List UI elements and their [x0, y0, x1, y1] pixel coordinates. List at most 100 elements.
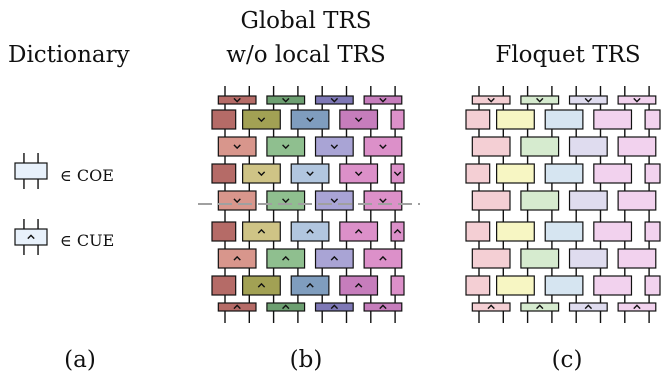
panel-b-gate	[363, 136, 403, 157]
panel-b-gate	[314, 190, 354, 211]
panel-c-gate-raised-mark-icon	[584, 304, 593, 310]
panel-b-gate	[363, 95, 403, 105]
panel-c-heading: Floquet TRS	[495, 42, 641, 68]
panel-b-gate-raised-mark-icon	[282, 255, 290, 261]
panel-b-gate	[266, 136, 306, 157]
cue-legend-label: ∈ CUE	[60, 231, 115, 250]
panel-b-gate	[363, 302, 403, 312]
caption-c: (c)	[551, 347, 583, 373]
cue-gate-symbol	[14, 228, 48, 246]
panel-b-gate	[290, 221, 330, 242]
panel-b-gate-raised-mark-icon	[282, 304, 290, 310]
panel-b-gate	[363, 248, 403, 269]
panel-c-gate	[617, 95, 657, 105]
panel-c-gate-lowered-mark-icon	[584, 97, 593, 103]
caption-b: (b)	[289, 347, 323, 373]
panel-c-gate	[617, 248, 657, 269]
panel-b-gate	[290, 275, 330, 296]
panel-c-gate-raised-mark-icon	[487, 304, 495, 310]
panel-b-gate	[314, 302, 354, 312]
panel-b-edge-gate	[390, 275, 405, 296]
panel-c-gate	[617, 302, 657, 312]
panel-c-gate	[471, 136, 511, 157]
panel-b-gate	[266, 248, 306, 269]
panel-b-gate	[314, 136, 354, 157]
panel-b-gate-raised-mark-icon	[354, 282, 363, 288]
panel-b-edge-gate	[211, 221, 237, 242]
panel-b-gate	[314, 248, 354, 269]
panel-b-gate-lowered-mark-icon	[354, 117, 363, 123]
panel-c-gate	[496, 275, 535, 296]
panel-c-gate-lowered-mark-icon	[536, 97, 544, 103]
panel-b-gate-raised-mark-icon	[233, 304, 241, 310]
panel-c-gate-lowered-mark-icon	[487, 97, 495, 103]
panel-b-edge-gate	[390, 109, 405, 130]
panel-c-gate	[496, 221, 535, 242]
panel-b-gate-lowered-mark-icon	[233, 97, 241, 103]
panel-b-gate-lowered-mark-icon	[354, 171, 363, 177]
panel-b-gate-raised-mark-icon	[257, 228, 266, 234]
panel-c-gate	[471, 248, 511, 269]
panel-c-gate	[568, 190, 608, 211]
panel-b-edge-gate	[211, 109, 237, 130]
panel-b-gate-lowered-mark-icon	[257, 117, 266, 123]
coe-legend-label: ∈ COE	[60, 166, 114, 185]
panel-c-gate	[593, 109, 633, 130]
panel-b-gate-lowered-mark-icon	[233, 198, 241, 204]
panel-c-gate	[568, 136, 608, 157]
panel-c-gate	[496, 163, 535, 184]
panel-b-gate	[339, 221, 379, 242]
panel-b-gate	[339, 109, 379, 130]
panel-c-gate	[593, 275, 633, 296]
panel-b-gate-raised-mark-icon	[379, 304, 387, 310]
panel-c-gate	[617, 136, 657, 157]
panel-b-gate-raised-mark-icon	[306, 282, 314, 288]
panel-c-gate-lowered-mark-icon	[633, 97, 641, 103]
panel-b-gate	[217, 248, 257, 269]
panel-c-gate	[520, 95, 560, 105]
panel-b-gate	[217, 302, 257, 312]
panel-c-edge-gate	[644, 221, 661, 242]
panel-b-gate	[314, 95, 354, 105]
panel-b-gate-lowered-mark-icon	[330, 198, 339, 204]
panel-c-edge-gate	[465, 221, 491, 242]
panel-c-gate	[520, 136, 560, 157]
panel-b-gate	[363, 190, 403, 211]
panel-b-gate-raised-mark-icon	[257, 282, 266, 288]
panel-c-gate	[593, 221, 633, 242]
panel-b-gate-lowered-mark-icon	[379, 198, 387, 204]
panel-b-gate-raised-mark-icon	[330, 304, 339, 310]
panel-c-gate	[568, 95, 608, 105]
panel-c-edge-gate	[465, 109, 491, 130]
panel-c-gate	[520, 302, 560, 312]
panel-c-gate-raised-mark-icon	[536, 304, 544, 310]
panel-b-gate-lowered-mark-icon	[282, 198, 290, 204]
panel-c-gate	[544, 109, 584, 130]
panel-c-gate	[593, 163, 633, 184]
panel-c-gate	[544, 275, 584, 296]
panel-b-gate	[266, 190, 306, 211]
panel-b-gate	[217, 95, 257, 105]
panel-b-gate-lowered-mark-icon	[330, 97, 339, 103]
panel-b-edge-gate-lowered-mark-icon	[393, 171, 402, 177]
panel-c-gate	[544, 163, 584, 184]
panel-c-gate	[471, 190, 511, 211]
panel-b-gate	[339, 163, 379, 184]
panel-b-gate	[217, 136, 257, 157]
panel-b-gate	[290, 163, 330, 184]
panel-c-gate	[496, 109, 535, 130]
coe-gate-symbol	[14, 162, 48, 180]
panel-b-edge-gate-raised-mark-icon	[393, 228, 402, 234]
panel-c-edge-gate	[465, 163, 491, 184]
panel-b-gate	[339, 275, 379, 296]
panel-b-gate	[242, 109, 281, 130]
panel-c-gate	[544, 221, 584, 242]
panel-b-gate-raised-mark-icon	[354, 228, 363, 234]
dictionary-heading: Dictionary	[8, 42, 130, 68]
panel-c-edge-gate	[644, 163, 661, 184]
panel-b-heading-line1: Global TRS	[240, 8, 372, 34]
panel-b-gate-lowered-mark-icon	[306, 117, 314, 123]
panel-b-gate	[242, 163, 281, 184]
panel-b-gate-lowered-mark-icon	[330, 144, 339, 150]
